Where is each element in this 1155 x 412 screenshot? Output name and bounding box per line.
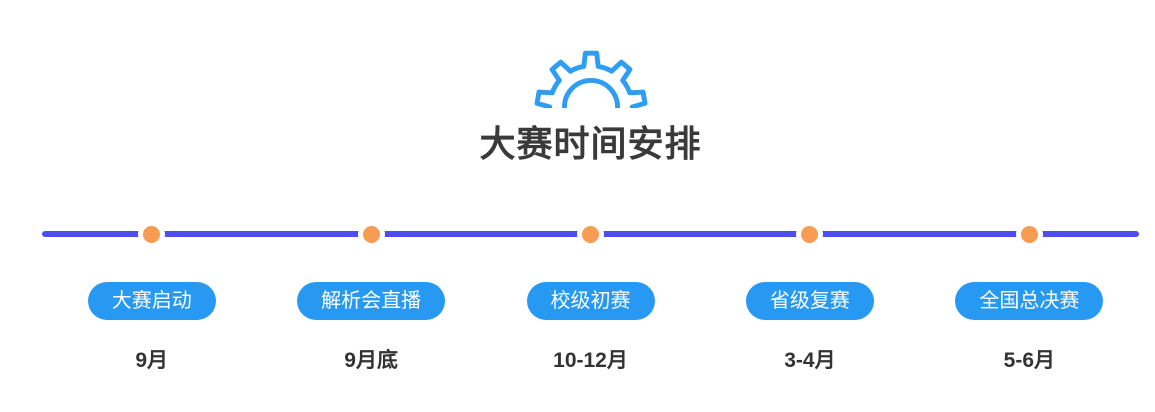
stage-pill[interactable]: 校级初赛 — [526, 282, 655, 320]
stage-provincial-semifinal: 省级复赛 3-4月 — [700, 221, 919, 374]
timeline-dot — [138, 221, 166, 248]
stage-date: 5-6月 — [1003, 349, 1055, 372]
timeline-dot — [357, 221, 385, 248]
timeline: 大赛启动 9月 解析会直播 9月底 校级初赛 10-12月 省级复赛 3-4月 — [42, 221, 1139, 374]
gear-icon — [534, 50, 647, 108]
timeline-stages: 大赛启动 9月 解析会直播 9月底 校级初赛 10-12月 省级复赛 3-4月 — [42, 221, 1139, 374]
stage-school-preliminary: 校级初赛 10-12月 — [481, 221, 700, 374]
stage-analysis-livestream: 解析会直播 9月底 — [261, 221, 480, 374]
header: 大赛时间安排 — [13, 48, 1155, 167]
stage-pill[interactable]: 解析会直播 — [297, 282, 446, 320]
stage-pill[interactable]: 全国总决赛 — [955, 282, 1104, 320]
page-title: 大赛时间安排 — [479, 123, 702, 164]
stage-date: 9月底 — [344, 349, 398, 372]
timeline-dot — [1015, 221, 1043, 248]
stage-competition-start: 大赛启动 9月 — [42, 221, 261, 374]
timeline-dot — [577, 221, 605, 248]
stage-pill[interactable]: 省级复赛 — [745, 282, 874, 320]
stage-national-final: 全国总决赛 5-6月 — [920, 221, 1139, 374]
stage-pill[interactable]: 大赛启动 — [87, 282, 216, 320]
stage-date: 3-4月 — [784, 349, 836, 372]
stage-date: 9月 — [135, 349, 169, 372]
stage-date: 10-12月 — [553, 349, 628, 372]
timeline-dot — [796, 221, 824, 248]
